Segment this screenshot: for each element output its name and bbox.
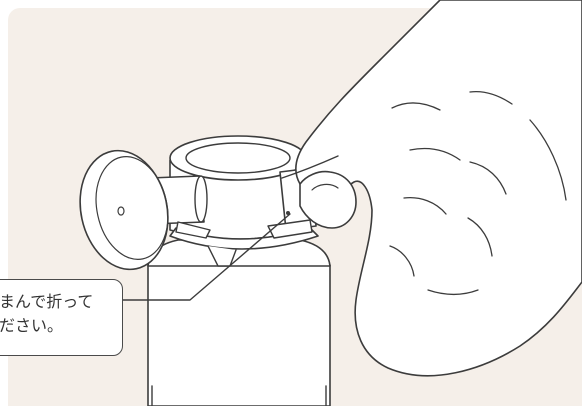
instruction-callout: まんで折って ださい。 (0, 279, 123, 356)
callout-line-2: ださい。 (0, 314, 122, 338)
callout-line-1: まんで折って (0, 290, 122, 314)
bottle-body (148, 240, 330, 406)
